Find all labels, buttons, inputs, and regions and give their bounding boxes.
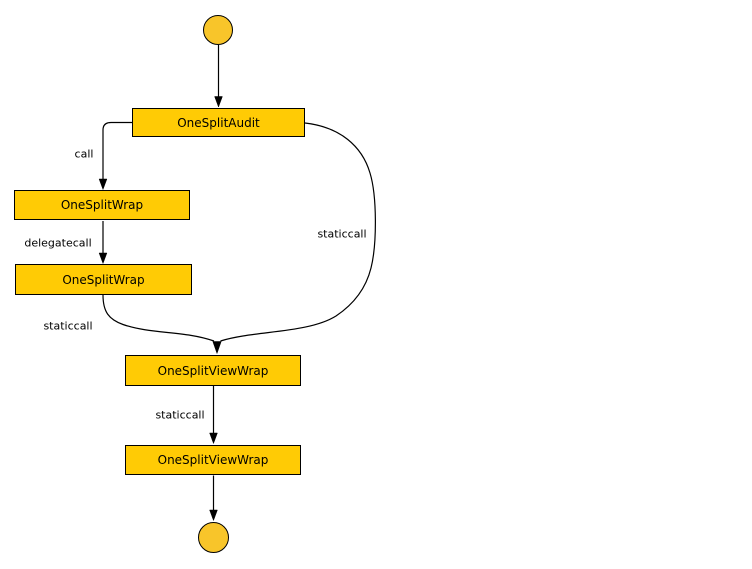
arrowhead-icon bbox=[98, 252, 108, 265]
edge-label-delegatecall: delegatecall bbox=[24, 236, 92, 250]
edge-label-staticcall-middle: staticcall bbox=[155, 408, 205, 422]
edge-onesplitaudit-to-onesplitwrap1 bbox=[102, 121, 132, 181]
node-onesplitviewwrap-1: OneSplitViewWrap bbox=[125, 355, 301, 386]
start-node bbox=[203, 15, 233, 45]
edge-onesplitwrap2-to-onesplitviewwrap1 bbox=[102, 294, 215, 342]
arrowhead-icon bbox=[212, 341, 222, 355]
node-onesplitwrap-2: OneSplitWrap bbox=[15, 264, 192, 295]
node-onesplitaudit: OneSplitAudit bbox=[132, 108, 305, 137]
node-onesplitviewwrap-2: OneSplitViewWrap bbox=[125, 445, 301, 475]
arrowhead-icon bbox=[98, 178, 108, 191]
edge-label-staticcall-left: staticcall bbox=[43, 319, 93, 333]
node-onesplitwrap-2-label: OneSplitWrap bbox=[62, 272, 145, 287]
edge-label-staticcall-right: staticcall bbox=[317, 227, 367, 241]
end-node bbox=[198, 522, 229, 553]
node-onesplitwrap-1: OneSplitWrap bbox=[14, 190, 190, 220]
edge-label-call: call bbox=[74, 147, 94, 161]
arrowhead-icon bbox=[209, 432, 218, 445]
arrowhead-icon bbox=[214, 96, 223, 108]
node-onesplitviewwrap-2-label: OneSplitViewWrap bbox=[157, 453, 269, 467]
node-onesplitviewwrap-1-label: OneSplitViewWrap bbox=[157, 363, 269, 378]
node-onesplitwrap-1-label: OneSplitWrap bbox=[60, 198, 144, 212]
arrowhead-icon bbox=[209, 509, 218, 522]
node-onesplitaudit-label: OneSplitAudit bbox=[177, 115, 260, 130]
